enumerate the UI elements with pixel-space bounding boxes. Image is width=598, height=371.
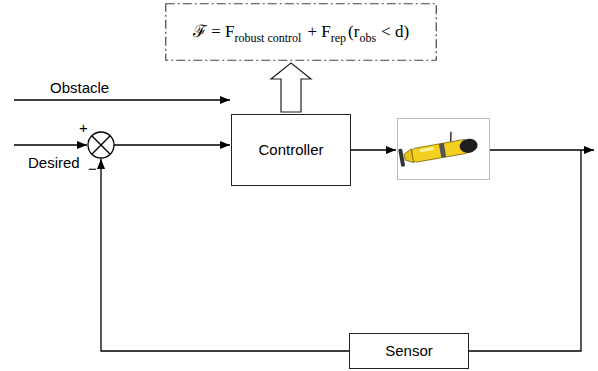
node-label: ℱ = F xyxy=(193,22,235,42)
feedback-return-line xyxy=(101,159,349,351)
node-label: Controller xyxy=(258,141,323,159)
node-label: (r xyxy=(348,22,359,42)
process-box: Controller xyxy=(231,114,351,186)
signal-name: Desired xyxy=(28,154,80,171)
obstacle-input-line xyxy=(14,99,230,100)
plant-output-line xyxy=(490,149,594,150)
error-signal-line xyxy=(114,144,230,145)
signal-name: Obstacle xyxy=(50,79,109,96)
process-box: Sensor xyxy=(349,333,469,369)
node-label: + F xyxy=(307,22,330,42)
desired-input-line xyxy=(14,144,87,145)
summing-cross xyxy=(92,136,110,154)
label-holder: Obstacle xyxy=(50,79,109,97)
node-content: Sensor xyxy=(385,342,433,360)
sign-mark: − xyxy=(88,160,97,177)
auv-band xyxy=(439,143,446,158)
auv-nose xyxy=(459,137,479,154)
node-content: ℱ = Frobust control + Frep(robs < d) xyxy=(193,22,409,42)
label-holder: − xyxy=(88,160,97,178)
node-content: Controller xyxy=(258,141,323,159)
subscript-text: rep xyxy=(331,31,346,45)
auv-body xyxy=(411,139,469,163)
node-label: < d) xyxy=(381,22,409,42)
summing-cross xyxy=(92,136,110,154)
auv-highlight xyxy=(420,147,434,152)
subscript-text: obs xyxy=(359,31,376,45)
block-arrow xyxy=(271,63,311,112)
feedback-line xyxy=(469,150,581,351)
label-holder: + xyxy=(79,119,88,137)
auv-antenna xyxy=(449,132,453,142)
control-output-line xyxy=(351,149,396,150)
node-label: Sensor xyxy=(385,342,433,360)
formula-box: ℱ = Frobust control + Frep(robs < d) xyxy=(165,3,437,61)
auv-propeller xyxy=(398,148,405,166)
subscript-text: robust control xyxy=(234,31,301,45)
summing-junction xyxy=(88,132,114,158)
sign-mark: + xyxy=(79,119,88,136)
label-holder: Desired xyxy=(28,154,80,172)
image-frame xyxy=(398,119,490,180)
auv-illustration xyxy=(397,119,490,180)
dash-dot-border xyxy=(166,4,437,61)
